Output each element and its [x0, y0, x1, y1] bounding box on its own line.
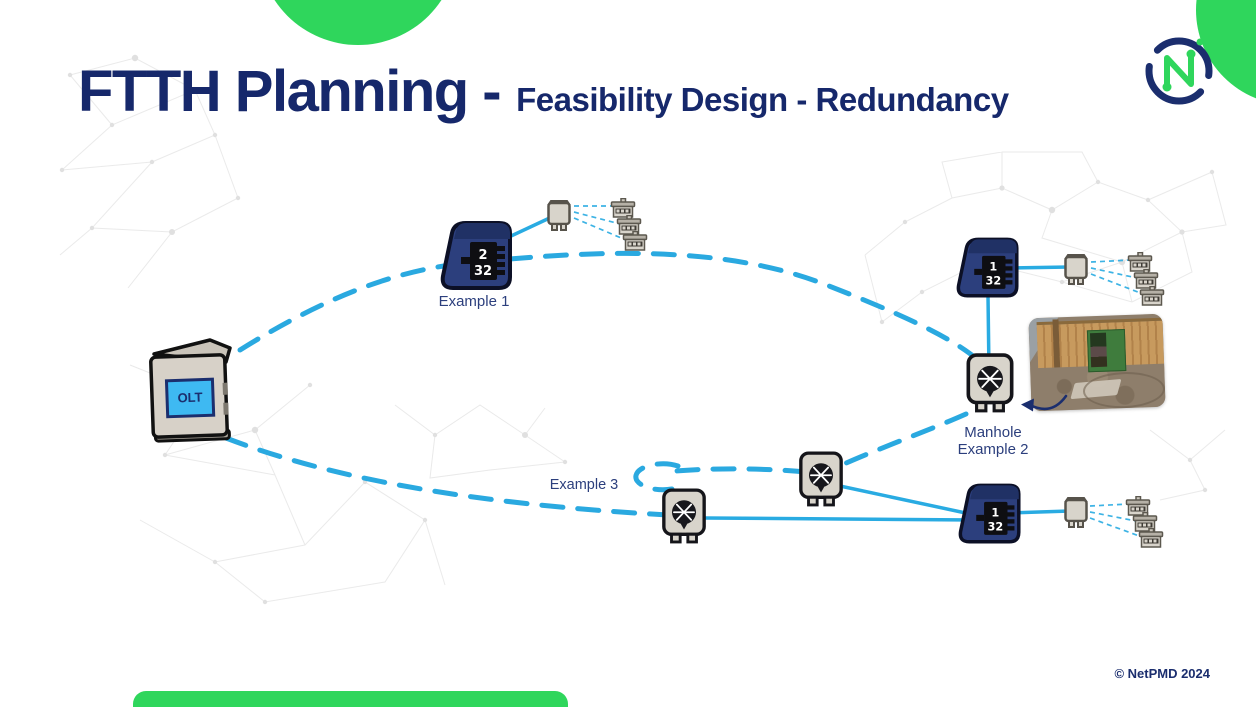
- premises-house-icon: [1139, 286, 1165, 306]
- splitter-ratio-out: 32: [474, 264, 492, 279]
- photo-cabinet-door: [1089, 332, 1108, 368]
- title-main: FTTH Planning -: [78, 59, 502, 124]
- olt-cabinet-icon: OLT: [149, 338, 232, 443]
- premises-house-icon: [1133, 269, 1159, 289]
- premises-house-icon: [1127, 252, 1153, 272]
- splitter-ratio-out: 32: [987, 521, 1003, 534]
- netpmd-logo-icon: [1145, 37, 1213, 105]
- manhole-example2-icon: [966, 353, 1014, 413]
- splitter-south-icon: 1 32: [958, 483, 1021, 544]
- manhole-label-line2: Example 2: [957, 441, 1029, 459]
- manhole-example2-label: Manhole Example 2: [938, 424, 1048, 459]
- premises-house-icon: [1125, 496, 1151, 516]
- splitter-ratio-in: 1: [991, 507, 999, 520]
- premises-house-icon: [610, 198, 636, 218]
- fiber-closure-icon: [547, 200, 571, 231]
- manhole-b-icon: [799, 451, 843, 507]
- premises-house-icon: [1132, 512, 1158, 532]
- copyright-text: © NetPMD 2024: [1114, 666, 1210, 681]
- green-footer-bar: [133, 691, 568, 707]
- example1-label: Example 1: [438, 293, 510, 310]
- example3-label: Example 3: [549, 477, 619, 493]
- splitter-ratio-in: 1: [989, 261, 997, 274]
- fiber-closure-icon: [1064, 254, 1088, 285]
- title-sub: Feasibility Design - Redundancy: [516, 81, 1009, 118]
- premises-house-icon: [1138, 528, 1164, 548]
- splitter-ratio-in: 2: [478, 248, 487, 263]
- manhole-label-line1: Manhole: [964, 424, 1022, 441]
- fiber-closure-icon: [1064, 497, 1088, 528]
- premises-house-icon: [622, 231, 648, 251]
- page-title: FTTH Planning - Feasibility Design - Red…: [78, 58, 1009, 125]
- splitter-north-icon: 1 32: [956, 237, 1019, 298]
- photo-green-cabinet: [1086, 329, 1127, 373]
- manhole-a-icon: [662, 488, 706, 544]
- olt-label: OLT: [177, 390, 203, 406]
- splitter-ratio-out: 32: [985, 275, 1001, 288]
- curved-arrow-icon: [1021, 394, 1068, 412]
- splitter-example1-icon: 2 32: [440, 221, 512, 290]
- premises-house-icon: [616, 215, 642, 235]
